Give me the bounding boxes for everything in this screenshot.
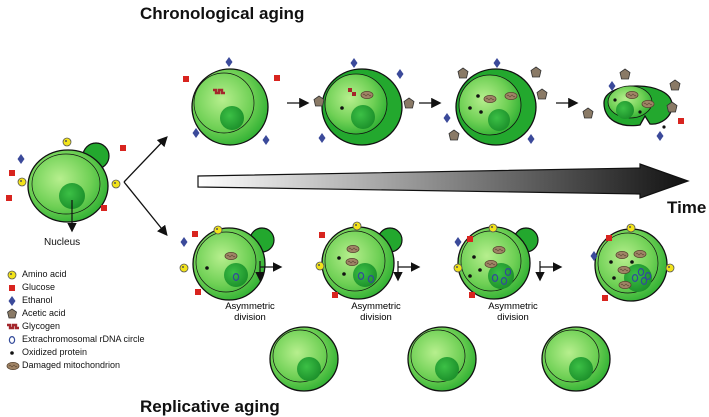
- chrono-cell-1: [183, 57, 280, 146]
- branch-arrow-down: [123, 181, 168, 237]
- legend-item-amino-acid: Amino acid: [6, 268, 186, 282]
- asym-line-1: Asymmetric: [225, 301, 275, 312]
- legend-item-glucose: Glucose: [6, 281, 186, 295]
- asym-line-2: division: [234, 312, 266, 323]
- branch-arrow-up: [123, 136, 168, 183]
- asym-line-1: Asymmetric: [351, 301, 401, 312]
- asym-line-2: division: [497, 312, 529, 323]
- time-label: Time: [667, 198, 707, 217]
- acetic-acid-icon: [7, 308, 17, 319]
- legend-item-ethanol: Ethanol: [6, 294, 186, 308]
- chrono-cell-2: [313, 58, 415, 146]
- asymmetric-division-label-2: Asymmetric division: [346, 301, 406, 323]
- asymmetric-division-label-3: Asymmetric division: [483, 301, 543, 323]
- repl-cell-3: [453, 223, 539, 300]
- glycogen-icon: [7, 323, 19, 330]
- chrono-cell-4: [582, 68, 684, 141]
- daughter-cell-2: [407, 326, 477, 392]
- legend-item-oxidized-protein: Oxidized protein: [6, 346, 186, 360]
- chrono-cell-3: [443, 58, 548, 146]
- nucleus-label: Nucleus: [44, 237, 81, 248]
- rdna-circle-icon: [8, 335, 16, 345]
- title-replicative-aging: Replicative aging: [140, 397, 280, 416]
- legend-item-damaged-mitochondrion: Damaged mitochondrion: [6, 359, 186, 373]
- initial-cell: [6, 137, 126, 233]
- oxidized-protein-icon: [10, 351, 14, 355]
- asym-line-1: Asymmetric: [488, 301, 538, 312]
- daughter-cell-3: [541, 326, 611, 392]
- ethanol-icon: [8, 296, 16, 306]
- damaged-mitochondrion-icon: [6, 362, 20, 370]
- legend-item-glycogen: Glycogen: [6, 320, 186, 334]
- legend-item-rdna-circle: Extrachromosomal rDNA circle: [6, 333, 186, 347]
- legend-item-acetic-acid: Acetic acid: [6, 307, 186, 321]
- repl-cell-4: [590, 223, 675, 302]
- asymmetric-division-label-1: Asymmetric division: [220, 301, 280, 323]
- asym-line-2: division: [360, 312, 392, 323]
- repl-cell-2: [315, 221, 403, 300]
- time-arrow: [197, 163, 690, 199]
- amino-acid-icon: [7, 270, 17, 280]
- glucose-icon: [9, 285, 15, 291]
- title-chronological-aging: Chronological aging: [140, 4, 305, 23]
- repl-cell-1: [179, 225, 275, 301]
- daughter-cell-1: [269, 326, 339, 392]
